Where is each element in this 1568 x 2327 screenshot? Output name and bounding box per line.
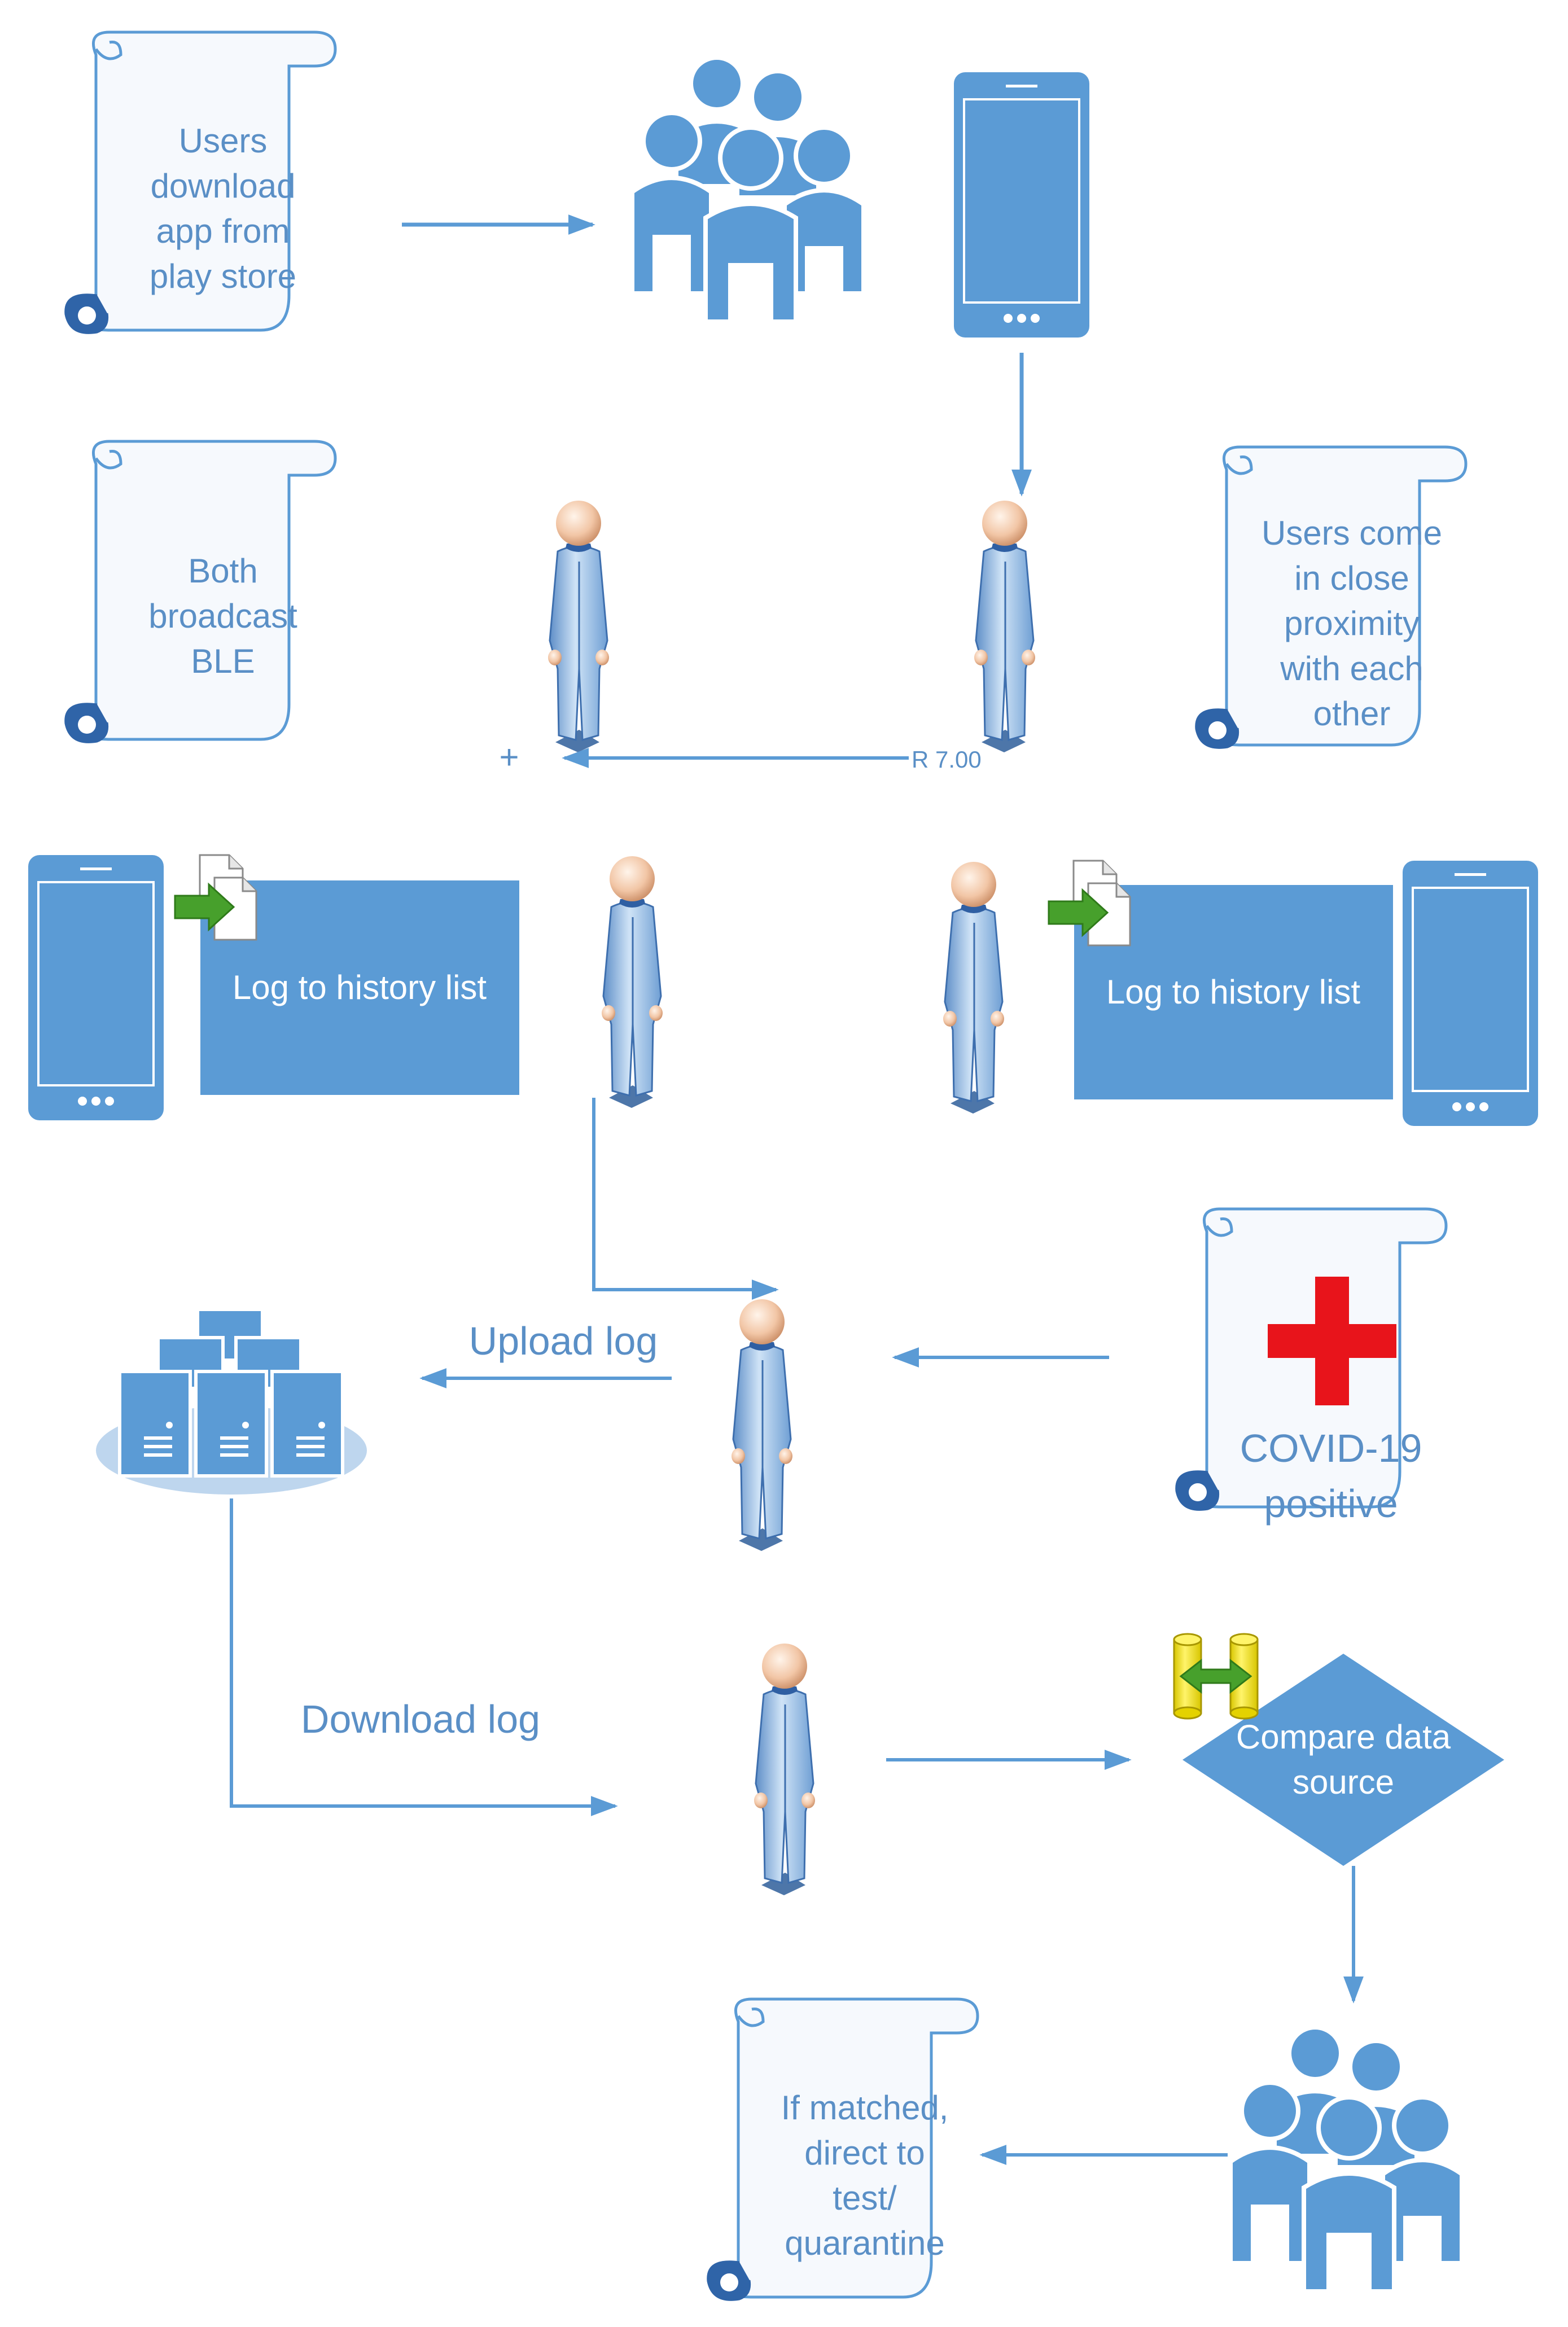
document-copy-icon [1048, 860, 1131, 946]
compare-label-line: source [1293, 1763, 1394, 1801]
person-icon [753, 1642, 816, 1896]
document-copy-icon [174, 854, 257, 941]
upload-log-label: Upload log [469, 1319, 658, 1363]
person-icon [601, 855, 664, 1109]
smartphone-icon [1401, 860, 1539, 1127]
red-cross-icon [1268, 1277, 1396, 1405]
person-icon [730, 1298, 794, 1552]
scroll-text-line: in close [1294, 559, 1409, 597]
scroll-icon [65, 441, 335, 742]
decision-diamond [1182, 1654, 1504, 1866]
scroll-text-line: proximity [1284, 604, 1420, 642]
scroll-text-line: If matched, [781, 2089, 949, 2127]
smartphone-icon [953, 71, 1090, 339]
arrow-to-upload-person [592, 1098, 779, 1300]
scroll-broadcast-ble: Both broadcast BLE [65, 441, 335, 742]
person-icon [973, 499, 1036, 753]
scroll-text-line: with each [1280, 650, 1423, 687]
compare-data-source: Compare data source [1173, 1633, 1504, 1866]
scroll-proximity: Users come in close proximity with each … [1196, 447, 1466, 748]
download-log-label: Download log [301, 1697, 540, 1741]
scroll-download-app: Users download app from play store [65, 32, 335, 333]
scroll-text-line: direct to [804, 2134, 925, 2172]
scroll-text-line: download [151, 167, 296, 205]
people-group-icon [1230, 2027, 1462, 2291]
person-icon [547, 499, 610, 753]
data-compare-icon [1173, 1633, 1259, 1720]
scroll-covid-positive: COVID-19 positive [1176, 1209, 1446, 1526]
scroll-text-line: test/ [833, 2179, 897, 2217]
compare-label-line: Compare data [1236, 1718, 1451, 1756]
scroll-text-line: quarantine [785, 2224, 945, 2262]
scroll-if-matched: If matched, direct to test/ quarantine [708, 1999, 978, 2300]
scroll-text-line: Users [179, 122, 268, 160]
log-history-label: Log to history list [1106, 973, 1361, 1011]
scroll-text-line: Both [188, 552, 257, 590]
covid-text-line: positive [1264, 1482, 1398, 1526]
scroll-text-line: app from [156, 212, 290, 250]
log-history-label: Log to history list [233, 969, 487, 1006]
server-cluster-icon [96, 1308, 367, 1495]
person-icon [942, 861, 1005, 1115]
people-group-icon [632, 58, 864, 322]
scroll-text-line: play store [150, 257, 296, 295]
covid-text-line: COVID-19 [1240, 1426, 1422, 1470]
arrow-download-log [230, 1498, 618, 1816]
smartphone-icon [27, 854, 165, 1121]
scroll-text-line: BLE [191, 642, 255, 680]
scroll-text-line: other [1313, 695, 1391, 733]
plus-marker: + [499, 738, 519, 776]
scroll-text-line: Users come [1262, 514, 1442, 552]
distance-label: R 7.00 [912, 746, 982, 773]
scroll-text-line: broadcast [148, 597, 297, 635]
